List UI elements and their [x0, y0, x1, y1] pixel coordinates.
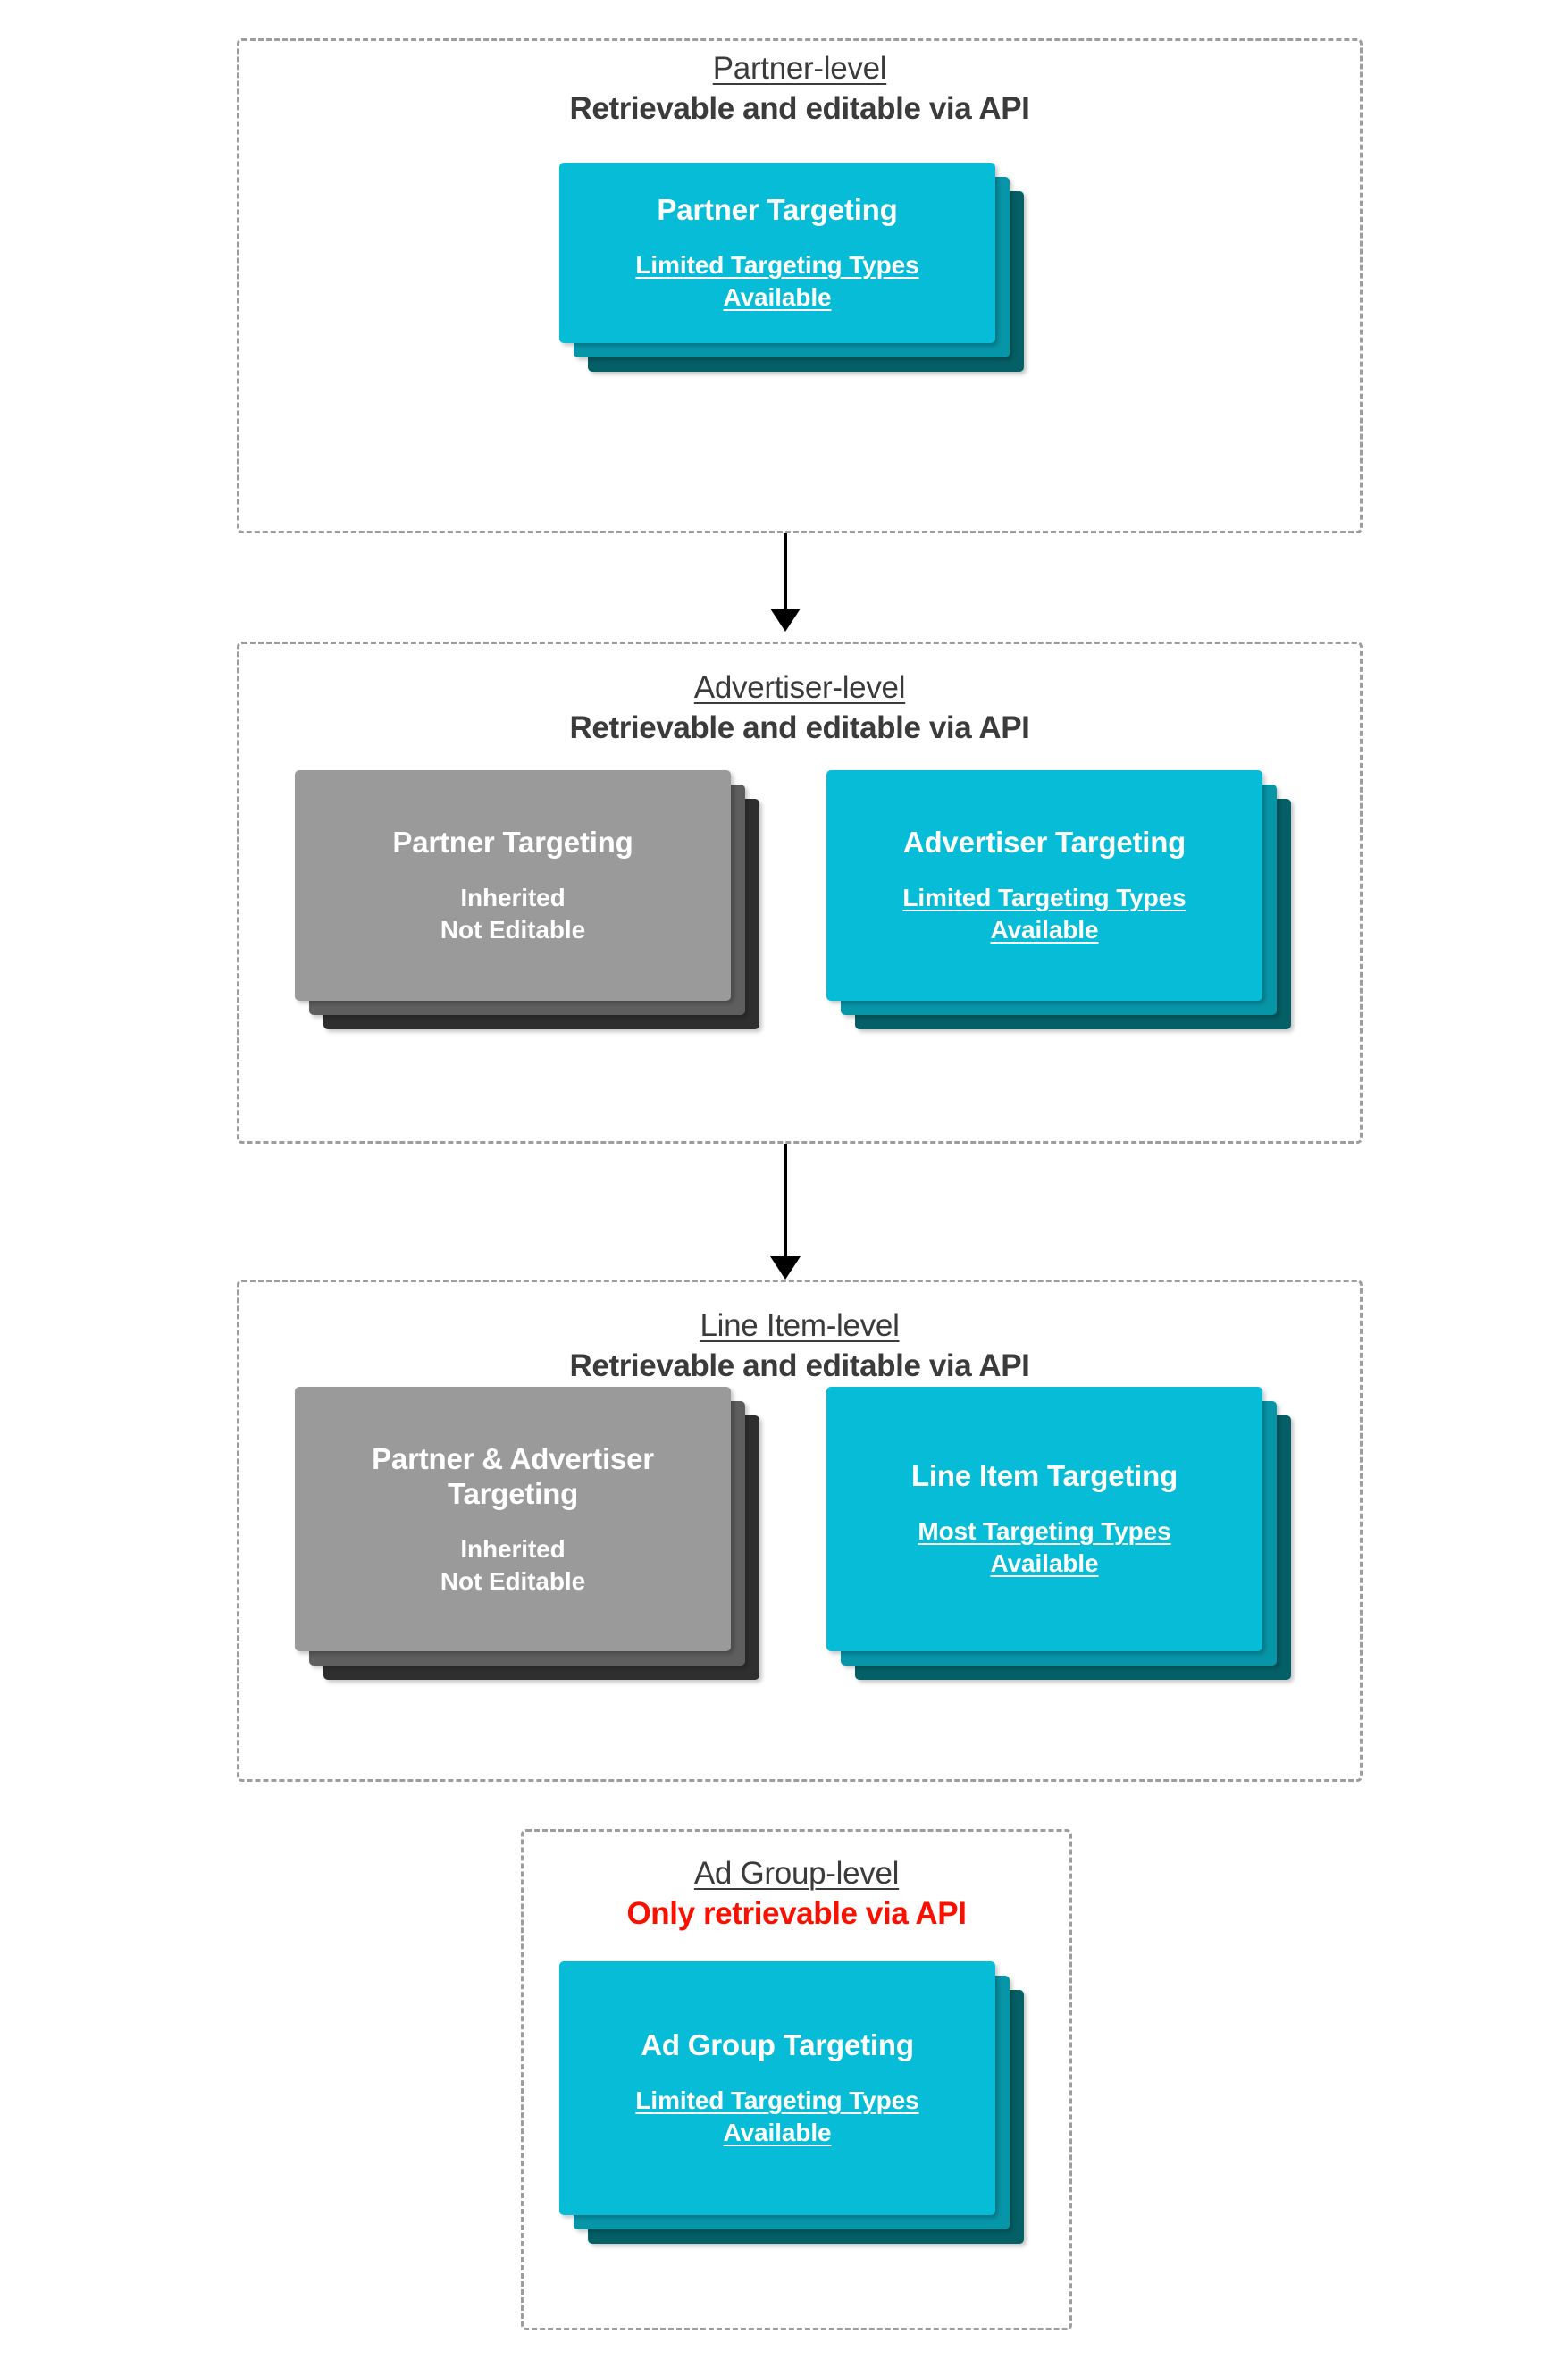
card-subtitle[interactable]: Limited Targeting Types Available — [617, 2085, 936, 2149]
card-subtitle-line-1: Inherited — [460, 1534, 566, 1563]
advertiser-targeting-card[interactable]: Advertiser Targeting Limited Targeting T… — [826, 770, 1262, 1001]
card-subtitle[interactable]: Limited Targeting Types Available — [885, 882, 1203, 946]
card-title-line-1: Partner & Advertiser — [372, 1441, 654, 1475]
connector-arrowhead — [770, 609, 801, 632]
line-item-targeting-card-stack[interactable]: Line Item Targeting Most Targeting Types… — [826, 1387, 1293, 1680]
card-subtitle-line-2: Not Editable — [440, 915, 586, 944]
card-title: Advertiser Targeting — [902, 826, 1186, 860]
connector-partner-to-advertiser — [770, 533, 801, 632]
inherited-partner-advertiser-targeting-card-stack[interactable]: Partner & Advertiser Targeting Inherited… — [295, 1387, 761, 1680]
card-subtitle[interactable]: Most Targeting Types Available — [900, 1515, 1188, 1580]
line-item-level-container — [237, 1280, 1363, 1782]
card-subtitle-line-2: Available — [990, 915, 1099, 944]
card-title: Ad Group Targeting — [641, 2028, 914, 2062]
connector-shaft — [784, 533, 787, 610]
inherited-partner-advertiser-targeting-card[interactable]: Partner & Advertiser Targeting Inherited… — [295, 1387, 731, 1651]
line-item-targeting-card[interactable]: Line Item Targeting Most Targeting Types… — [826, 1387, 1262, 1651]
connector-shaft — [784, 1144, 787, 1258]
card-subtitle: Inherited Not Editable — [423, 882, 603, 946]
inherited-partner-targeting-card[interactable]: Partner Targeting Inherited Not Editable — [295, 770, 731, 1001]
ad-group-targeting-card-stack[interactable]: Ad Group Targeting Limited Targeting Typ… — [559, 1961, 1026, 2244]
card-subtitle-line-1: Limited Targeting Types — [635, 250, 919, 279]
card-subtitle-line-1: Inherited — [460, 883, 566, 911]
inherited-partner-targeting-card-stack[interactable]: Partner Targeting Inherited Not Editable — [295, 770, 761, 1029]
card-subtitle-line-2: Not Editable — [440, 1566, 586, 1595]
card-subtitle[interactable]: Limited Targeting Types Available — [617, 249, 936, 314]
card-title: Partner Targeting — [657, 193, 898, 227]
advertiser-level-container — [237, 642, 1363, 1144]
card-subtitle-line-2: Available — [723, 282, 832, 311]
advertiser-targeting-card-stack[interactable]: Advertiser Targeting Limited Targeting T… — [826, 770, 1293, 1029]
card-title-line-2: Targeting — [447, 1477, 579, 1511]
ad-group-level-container — [521, 1829, 1072, 2330]
card-title: Partner & Advertiser Targeting — [352, 1441, 674, 1512]
card-subtitle-line-1: Limited Targeting Types — [902, 883, 1186, 911]
ad-group-targeting-card[interactable]: Ad Group Targeting Limited Targeting Typ… — [559, 1961, 995, 2215]
partner-level-container — [237, 38, 1363, 533]
connector-arrowhead — [770, 1256, 801, 1280]
partner-targeting-card-stack[interactable]: Partner Targeting Limited Targeting Type… — [559, 163, 1026, 372]
card-subtitle: Inherited Not Editable — [423, 1533, 603, 1598]
card-title: Partner Targeting — [392, 826, 633, 860]
card-subtitle-line-2: Available — [990, 1549, 1099, 1577]
connector-advertiser-to-line-item — [770, 1144, 801, 1280]
card-subtitle-line-1: Most Targeting Types — [918, 1516, 1171, 1545]
card-subtitle-line-2: Available — [723, 2118, 832, 2146]
partner-targeting-card[interactable]: Partner Targeting Limited Targeting Type… — [559, 163, 995, 343]
card-title: Line Item Targeting — [910, 1459, 1178, 1493]
card-subtitle-line-1: Limited Targeting Types — [635, 2086, 919, 2114]
